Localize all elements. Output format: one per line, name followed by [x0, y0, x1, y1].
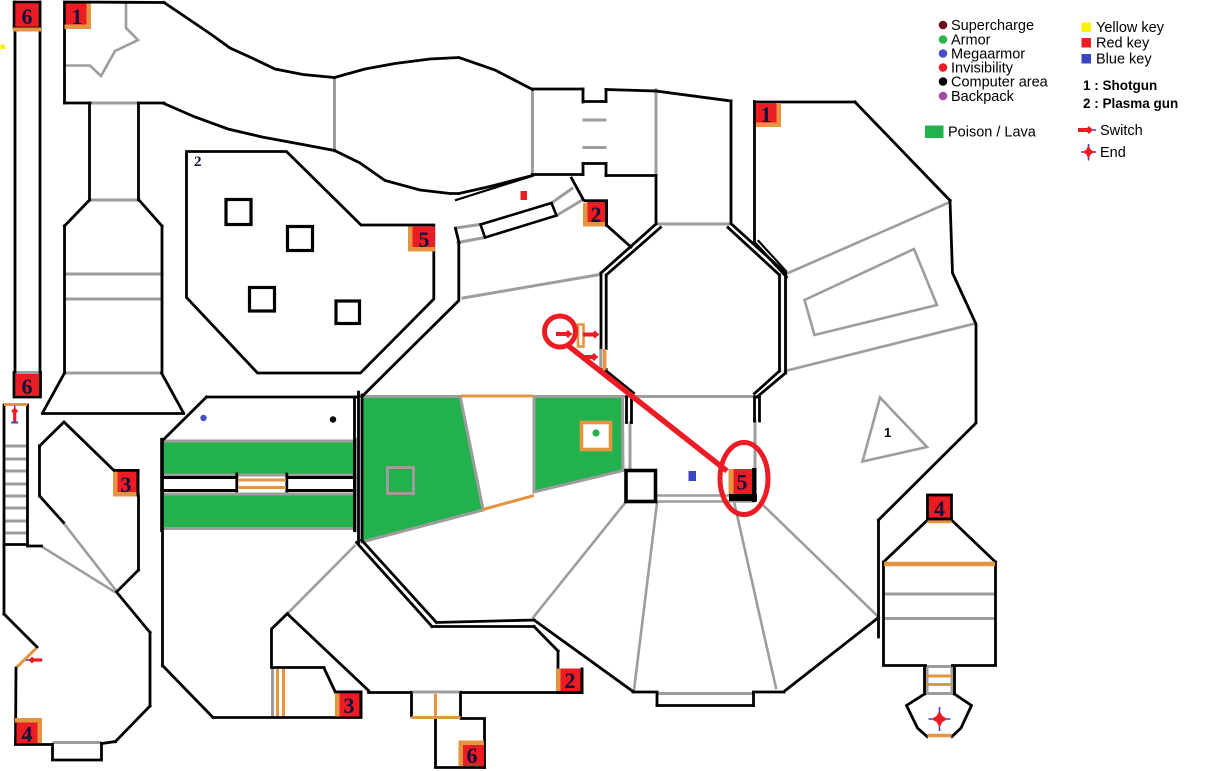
svg-text:Armor: Armor	[951, 33, 991, 49]
svg-text:3: 3	[121, 472, 132, 497]
svg-text:2: 2	[194, 154, 202, 170]
svg-text:6: 6	[22, 374, 33, 399]
svg-text:1 : Shotgun: 1 : Shotgun	[1083, 78, 1157, 93]
svg-text:1: 1	[72, 4, 83, 29]
svg-text:1: 1	[761, 102, 772, 127]
svg-text:Red key: Red key	[1096, 36, 1150, 52]
svg-text:2: 2	[591, 202, 602, 227]
svg-text:5: 5	[419, 227, 430, 252]
svg-text:Blue key: Blue key	[1096, 52, 1152, 68]
svg-text:Computer area: Computer area	[951, 75, 1049, 91]
svg-text:6: 6	[467, 743, 478, 768]
svg-text:End: End	[1100, 145, 1126, 161]
svg-text:6: 6	[22, 4, 33, 29]
svg-text:Switch: Switch	[1100, 123, 1143, 139]
svg-text:Backpack: Backpack	[951, 89, 1015, 105]
svg-text:Invisibility: Invisibility	[951, 61, 1014, 77]
svg-text:5: 5	[737, 470, 748, 495]
svg-text:Megaarmor: Megaarmor	[951, 47, 1025, 63]
svg-text:4: 4	[22, 722, 33, 747]
svg-text:Poison / Lava: Poison / Lava	[948, 125, 1037, 141]
svg-text:4: 4	[934, 496, 945, 521]
svg-text:2: 2	[565, 668, 576, 693]
svg-text:Yellow key: Yellow key	[1096, 20, 1165, 36]
svg-text:2 : Plasma gun: 2 : Plasma gun	[1083, 96, 1178, 111]
svg-text:3: 3	[344, 693, 355, 718]
svg-text:1: 1	[884, 425, 891, 440]
svg-text:Supercharge: Supercharge	[951, 18, 1034, 34]
